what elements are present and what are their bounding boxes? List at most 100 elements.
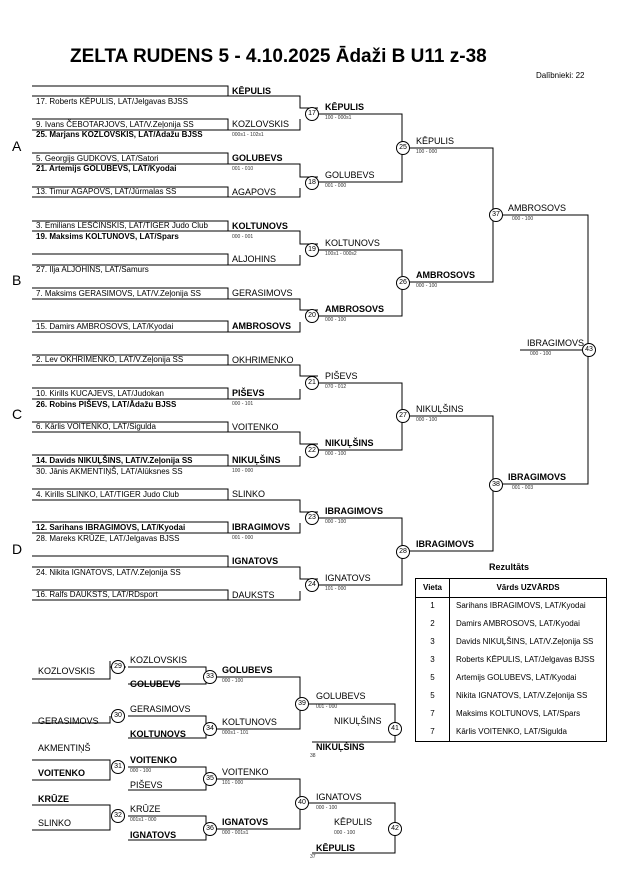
match-21-number: 21 <box>305 376 319 390</box>
result-name: Damirs AMBROSOVS, LAT/Kyodai <box>456 619 580 628</box>
result-place: 3 <box>430 655 435 664</box>
rep-entry-akmentins: AKMENTIŅŠ <box>38 743 91 753</box>
m31-score: 000 - 100 <box>130 768 152 774</box>
m24-winner: IGNATOVS <box>325 573 371 583</box>
r1-ignatovs: IGNATOVS <box>232 556 279 566</box>
result-place: 5 <box>430 691 435 700</box>
r1-kepulis: KĒPULIS <box>232 86 272 96</box>
rep-entry-voitenko: VOITENKO <box>38 768 86 778</box>
final-score: 000 - 100 <box>530 351 552 357</box>
result-name: Sarihans IBRAGIMOVS, LAT/Kyodai <box>456 601 586 610</box>
m20-winner: AMBROSOVS <box>325 304 385 314</box>
r1-ibragimovs-score: 001 - 000 <box>232 535 254 541</box>
entry-13: 13. Timur AGAPOVS, LAT/Jūrmalas SS <box>36 187 177 196</box>
result-name: Davids NIKUĻŠINS, LAT/V.Zeļonija SS <box>456 637 594 646</box>
match-40-number: 40 <box>295 796 309 810</box>
m41-top: NIKUĻŠINS <box>334 716 382 726</box>
result-place: 7 <box>430 709 435 718</box>
m42-ref: 37 <box>310 854 316 860</box>
m42-bottom: KĒPULIS <box>316 843 356 853</box>
r1-nikulsins-score: 100 - 000 <box>232 468 254 474</box>
r1-aljohins: ALJOHINS <box>232 254 277 264</box>
r1-kozlovskis: KOZLOVSKIS <box>232 119 290 129</box>
result-place: 1 <box>430 601 435 610</box>
results-divider <box>449 579 450 741</box>
match-31-number: 31 <box>111 760 125 774</box>
m28-winner: IBRAGIMOVS <box>416 539 475 549</box>
entry-3: 3. Emilians LEŠČINSKIS, LAT/TIGER Judo C… <box>36 221 208 230</box>
m22-winner: NIKUĻŠINS <box>325 438 374 448</box>
result-name: Nikita IGNATOVS, LAT/V.Zeļonija SS <box>456 691 588 700</box>
m42-score: 000 - 100 <box>334 830 356 836</box>
m18-winner: GOLUBEVS <box>325 170 375 180</box>
match-22-number: 22 <box>305 444 319 458</box>
match-36-number: 36 <box>203 822 217 836</box>
entry-7: 7. Maksims GERASIMOVS, LAT/V.Zeļonija SS <box>36 289 201 298</box>
r1-voitenko: VOITENKO <box>232 422 279 432</box>
match-42-number: 42 <box>388 822 402 836</box>
result-place: 5 <box>430 673 435 682</box>
match-33-number: 33 <box>203 670 217 684</box>
entry-24: 24. Nikita IGNATOVS, LAT/V.Zeļonija SS <box>36 568 181 577</box>
m21-winner: PIŠEVS <box>325 371 358 381</box>
m25-winner: KĒPULIS <box>416 136 455 146</box>
r1-ambrosovs: AMBROSOVS <box>232 321 292 331</box>
r1-dauksts: DAUKSTS <box>232 590 275 600</box>
match-27-number: 27 <box>396 409 410 423</box>
final-winner: IBRAGIMOVS <box>527 338 585 348</box>
entry-26: 26. Robins PIŠEVS, LAT/Ādažu BJSS <box>36 400 177 409</box>
entry-9: 9. Ivans ČEBOTARJOVS, LAT/V.Zeļonija SS <box>36 120 194 129</box>
match-30-number: 30 <box>111 709 125 723</box>
m38-score: 001 - 003 <box>512 485 534 491</box>
result-name: Kārlis VOITENKO, LAT/Sigulda <box>456 727 567 736</box>
m33-winner: GOLUBEVS <box>222 665 273 675</box>
m26-score: 000 - 100 <box>416 283 438 289</box>
rep-entry-kozlovskis: KOZLOVSKIS <box>38 666 96 676</box>
entry-28: 28. Mareks KRŪZE, LAT/Jelgavas BJSS <box>36 534 180 543</box>
rep-entry-slinko: SLINKO <box>38 818 72 828</box>
m33-score: 000 - 100 <box>222 678 244 684</box>
r1-okhrimenko: OKHRIMENKO <box>232 355 294 365</box>
m42-top: KĒPULIS <box>334 817 373 827</box>
m29-bottom: GOLUBEVS <box>130 679 181 689</box>
m31-top: VOITENKO <box>130 755 178 765</box>
m32-score: 001s1 - 000 <box>130 817 157 823</box>
m35-score: 101 - 000 <box>222 780 244 786</box>
m21-score: 070 - 012 <box>325 384 347 390</box>
r1-koltunovs: KOLTUNOVS <box>232 221 288 231</box>
results-header: Vieta Vārds UZVĀRDS <box>416 579 606 598</box>
result-place: 2 <box>430 619 435 628</box>
m34-winner: KOLTUNOVS <box>222 717 277 727</box>
results-col-place: Vieta <box>423 583 442 592</box>
results-col-name: Vārds UZVĀRDS <box>496 583 560 592</box>
m23-score: 000 - 100 <box>325 519 347 525</box>
results-body: 1 Sarihans IBRAGIMOVS, LAT/Kyodai 2 Dami… <box>416 598 606 741</box>
match-37-number: 37 <box>489 208 503 222</box>
m39-score: 001 - 000 <box>316 704 338 710</box>
r1-golubevs: GOLUBEVS <box>232 153 283 163</box>
match-43-number: 43 <box>582 343 596 357</box>
results-title: Rezultāts <box>489 562 530 572</box>
match-28-number: 28 <box>396 545 410 559</box>
page-title: ZELTA RUDENS 5 - 4.10.2025 Ādaži B U11 z… <box>70 46 487 67</box>
m36-winner: IGNATOVS <box>222 817 269 827</box>
entry-25: 25. Marjans KOZLOVSKIS, LAT/Ādažu BJSS <box>36 130 203 139</box>
r1-nikulsins: NIKUĻŠINS <box>232 455 281 465</box>
group-label-a: A <box>12 138 22 154</box>
match-20-number: 20 <box>305 309 319 323</box>
match-19-number: 19 <box>305 243 319 257</box>
entry-4: 4. Kirills SLINKO, LAT/TIGER Judo Club <box>36 490 180 499</box>
entry-6: 6. Kārlis VOITENKO, LAT/Sigulda <box>36 422 156 431</box>
m26-winner: AMBROSOVS <box>416 270 476 280</box>
match-39-number: 39 <box>295 697 309 711</box>
m40-score: 000 - 100 <box>316 805 338 811</box>
entry-5: 5. Georgijs GUDKOVS, LAT/Satori <box>36 154 159 163</box>
m19-score: 100s1 - 000s2 <box>325 251 357 257</box>
match-32-number: 32 <box>111 809 125 823</box>
m38-winner: IBRAGIMOVS <box>508 472 567 482</box>
m35-winner: VOITENKO <box>222 767 269 777</box>
m30-bottom: KOLTUNOVS <box>130 729 186 739</box>
match-25-number: 25 <box>396 141 410 155</box>
m22-score: 000 - 100 <box>325 451 347 457</box>
entry-14: 14. Davids NIKUĻŠINS, LAT/V.Zeļonija SS <box>36 456 193 465</box>
